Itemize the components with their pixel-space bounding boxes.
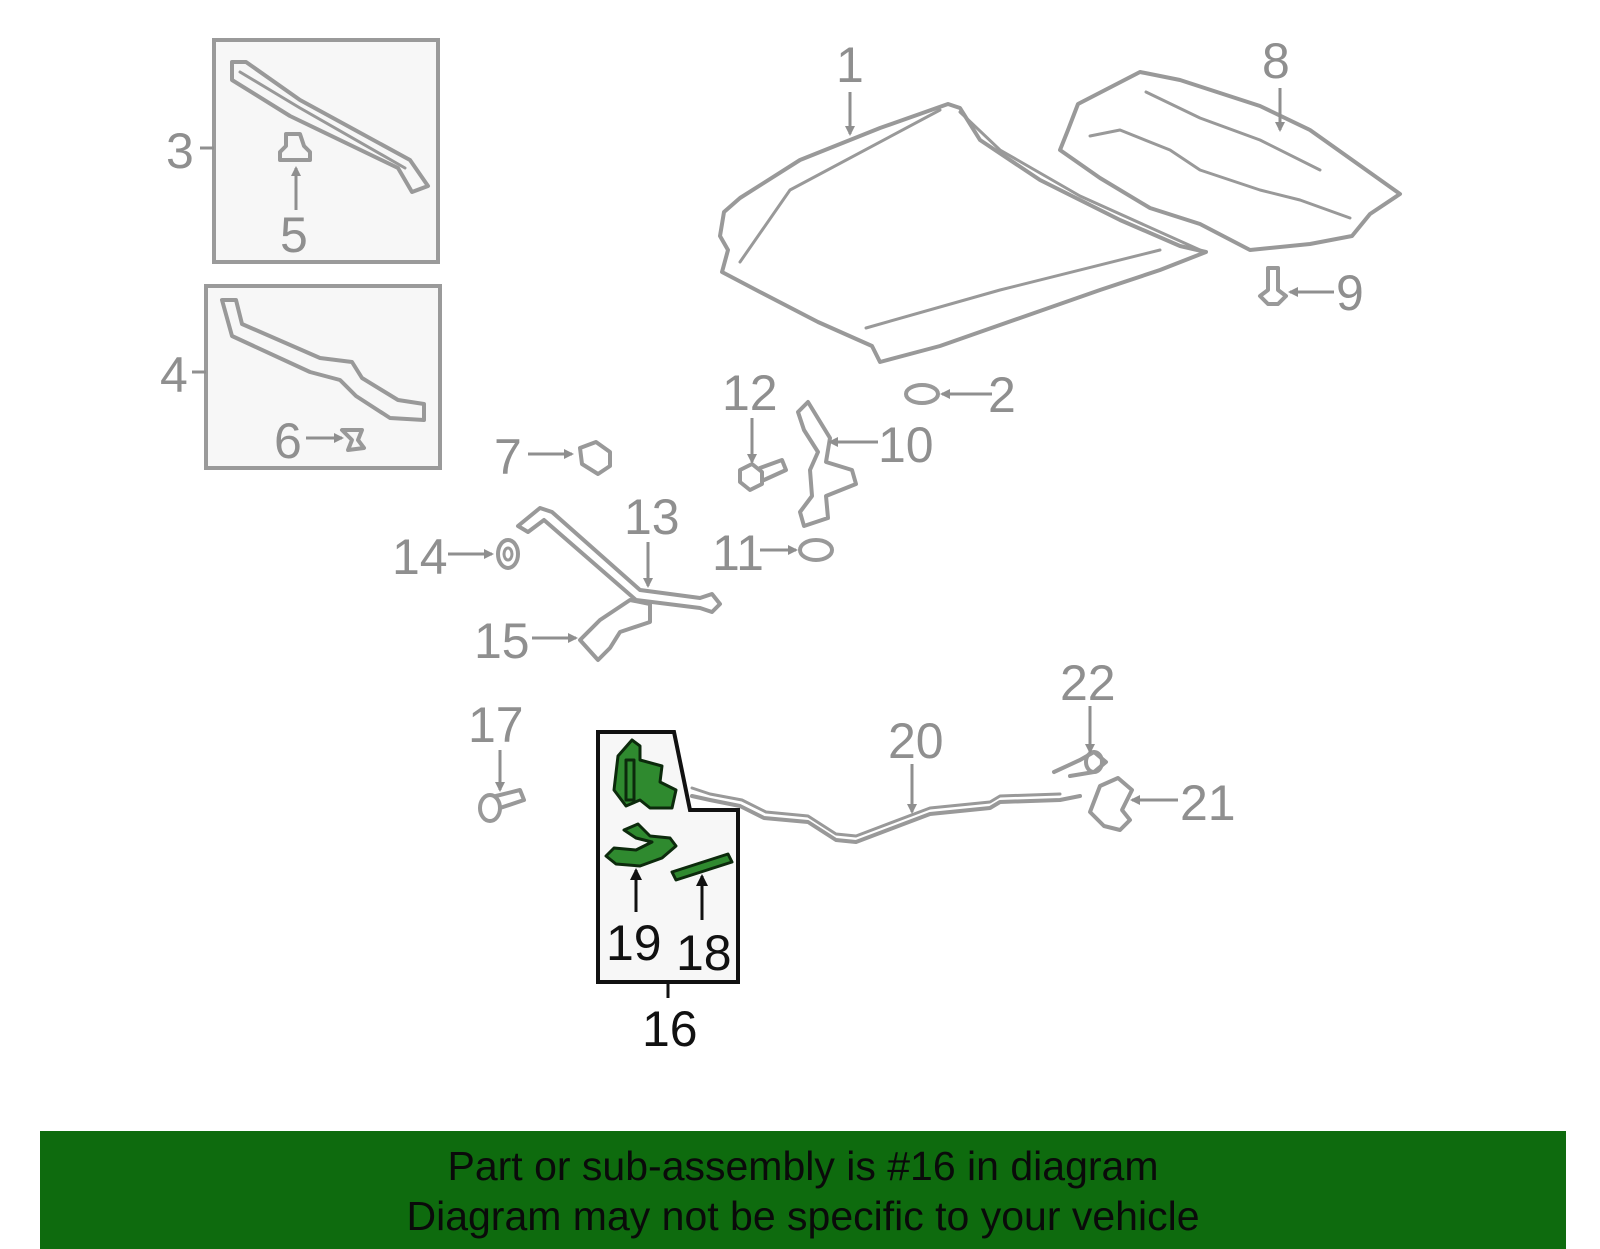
part-5-clip xyxy=(278,132,312,162)
callout-10: 10 xyxy=(878,417,934,473)
part-10-hinge xyxy=(796,400,858,528)
callout-14: 14 xyxy=(392,529,448,585)
banner-line-2: Diagram may not be specific to your vehi… xyxy=(406,1193,1200,1239)
callout-8: 8 xyxy=(1262,33,1290,89)
part-22-bracket xyxy=(1052,750,1108,778)
callout-5: 5 xyxy=(280,207,308,263)
callout-17: 17 xyxy=(468,697,524,753)
callout-21: 21 xyxy=(1180,775,1236,831)
part-11-grommet xyxy=(798,538,834,562)
part-14-grommet xyxy=(496,538,520,570)
part-12-bolt xyxy=(738,458,788,492)
callout-13: 13 xyxy=(624,489,680,545)
banner-line-1: Part or sub-assembly is #16 in diagram xyxy=(447,1143,1159,1189)
callout-6: 6 xyxy=(274,413,302,469)
part-1-hood xyxy=(718,102,1208,364)
part-20-release-cable xyxy=(690,786,1082,844)
part-4-seal-strip xyxy=(220,298,426,422)
callout-1: 1 xyxy=(836,37,864,93)
callout-20: 20 xyxy=(888,713,944,769)
callout-18: 18 xyxy=(676,925,732,981)
part-3-seal-strip xyxy=(230,60,430,194)
box-part-3 xyxy=(212,38,440,264)
callout-7: 7 xyxy=(494,429,522,485)
part-15-rod-holder xyxy=(578,598,652,662)
callout-9: 9 xyxy=(1336,265,1364,321)
info-banner: Part or sub-assembly is #16 in diagram D… xyxy=(40,1131,1566,1249)
part-17-bolt xyxy=(478,788,526,823)
part-19-latch-handle xyxy=(604,822,678,868)
callout-15: 15 xyxy=(474,613,530,669)
callout-3: 3 xyxy=(166,123,194,179)
part-9-clip xyxy=(1258,266,1288,306)
part-16-hood-latch xyxy=(612,738,678,810)
callout-22: 22 xyxy=(1060,655,1116,711)
callout-12: 12 xyxy=(722,365,778,421)
part-7-bumper xyxy=(578,440,612,476)
part-18-spring xyxy=(670,852,734,882)
part-8-hood-insulator xyxy=(1058,70,1402,252)
callout-11: 11 xyxy=(712,525,764,581)
part-21-release-handle xyxy=(1088,776,1134,832)
part-6-clip xyxy=(340,428,366,452)
part-2-grommet xyxy=(904,383,940,405)
callout-16: 16 xyxy=(642,1001,698,1057)
callout-19: 19 xyxy=(606,915,662,971)
callout-4: 4 xyxy=(160,347,188,403)
part-13-prop-rod xyxy=(516,506,722,614)
callout-2: 2 xyxy=(988,367,1016,423)
